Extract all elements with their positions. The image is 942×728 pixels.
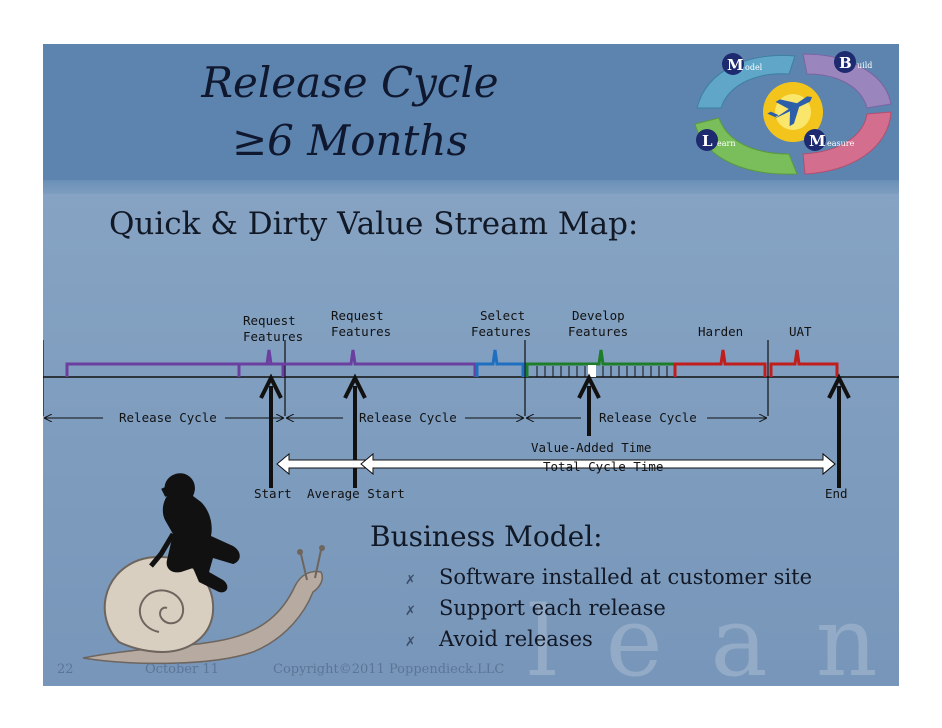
- end-label: End: [825, 486, 848, 501]
- cycle-time-band-inner: [360, 452, 836, 476]
- bullet-x-icon: ✗: [405, 573, 416, 588]
- logo-initial-l: L: [702, 132, 713, 150]
- value-added-highlight: [588, 365, 596, 377]
- value-added-time-label: Value-Added Time: [531, 440, 651, 455]
- value-added-hatch: [536, 366, 668, 377]
- logo-segment-model: [696, 54, 796, 109]
- value-stream-map: Request Features Request Features Select…: [43, 308, 899, 501]
- business-model-list: ✗ Software installed at customer site ✗ Su…: [405, 562, 812, 655]
- business-model-title: Business Model:: [370, 520, 603, 553]
- stage-label-request-1b: Features: [243, 329, 303, 344]
- footer-copyright: Copyright©2011 Poppendieck.LLC: [273, 662, 505, 677]
- logo-badge-m2: [804, 129, 826, 151]
- logo-label-measure: easure: [827, 139, 855, 148]
- logo-badge-l: [696, 129, 718, 151]
- logo-initial-m2: M: [809, 132, 826, 150]
- brace-select: [475, 349, 525, 377]
- release-cycle-label-2: Release Cycle: [359, 410, 457, 425]
- logo-segment-measure: [802, 111, 892, 175]
- footer-date: October 11: [145, 662, 219, 677]
- bullet-x-icon: ✗: [405, 604, 416, 619]
- slide-title-line2: ≥6 Months: [231, 116, 469, 165]
- list-item: ✗ Software installed at customer site: [405, 562, 812, 593]
- stage-label-develop-b: Features: [568, 324, 628, 339]
- start-label: Start: [254, 486, 292, 501]
- logo-segment-learn: [694, 117, 798, 175]
- release-cycle-label-3: Release Cycle: [599, 410, 697, 425]
- value-added-arrow: [577, 373, 601, 436]
- subtitle: Quick & Dirty Value Stream Map:: [109, 206, 639, 242]
- logo-label-learn: earn: [717, 139, 735, 148]
- stage-label-request-2a: Request: [331, 308, 384, 323]
- average-start-label: Average Start: [307, 486, 405, 501]
- snail-body: [82, 570, 324, 665]
- rider-figure: [162, 473, 240, 593]
- snail-shell: [103, 555, 215, 654]
- business-model-item: Avoid releases: [439, 627, 593, 651]
- footer-page-number: 22: [57, 662, 74, 677]
- average-start-arrow: [343, 373, 367, 488]
- stage-label-uat: UAT: [789, 324, 812, 339]
- brace-develop: [525, 349, 677, 377]
- logo-badge-m: [722, 53, 744, 75]
- model-build-measure-learn-logo: M odel B uild L earn M easure: [694, 51, 892, 175]
- brace-request-2: [237, 349, 477, 377]
- total-cycle-time-label: Total Cycle Time: [543, 459, 663, 474]
- business-model-item: Software installed at customer site: [439, 565, 813, 589]
- stage-label-request-2b: Features: [331, 324, 391, 339]
- lean-watermark: lean: [527, 586, 899, 686]
- logo-badge-b: [834, 51, 856, 73]
- stage-label-request-1a: Request: [243, 313, 296, 328]
- logo-initial-m: M: [727, 56, 744, 74]
- logo-label-model: odel: [745, 63, 763, 72]
- brace-uat: [769, 349, 839, 377]
- brace-harden: [673, 349, 767, 377]
- stage-label-select-a: Select: [480, 308, 525, 323]
- list-item: ✗ Support each release: [405, 593, 812, 624]
- end-arrow: [827, 373, 851, 488]
- business-model-item: Support each release: [439, 596, 666, 620]
- stage-label-select-b: Features: [471, 324, 531, 339]
- stage-label-harden: Harden: [698, 324, 743, 339]
- snail-rider-illustration: [82, 473, 325, 665]
- logo-initial-b: B: [839, 54, 852, 72]
- jet-plane-icon: [767, 96, 813, 127]
- slide: lean Release Cycle ≥6 Months M odel B ui…: [43, 44, 899, 686]
- list-item: ✗ Avoid releases: [405, 624, 812, 655]
- release-cycle-label-1: Release Cycle: [119, 410, 217, 425]
- slide-title-line1: Release Cycle: [201, 58, 499, 107]
- logo-label-build: uild: [857, 61, 872, 70]
- stage-label-develop-a: Develop: [572, 308, 625, 323]
- bullet-x-icon: ✗: [405, 635, 416, 650]
- start-arrow: [259, 373, 283, 488]
- header-band-fade: [43, 180, 899, 194]
